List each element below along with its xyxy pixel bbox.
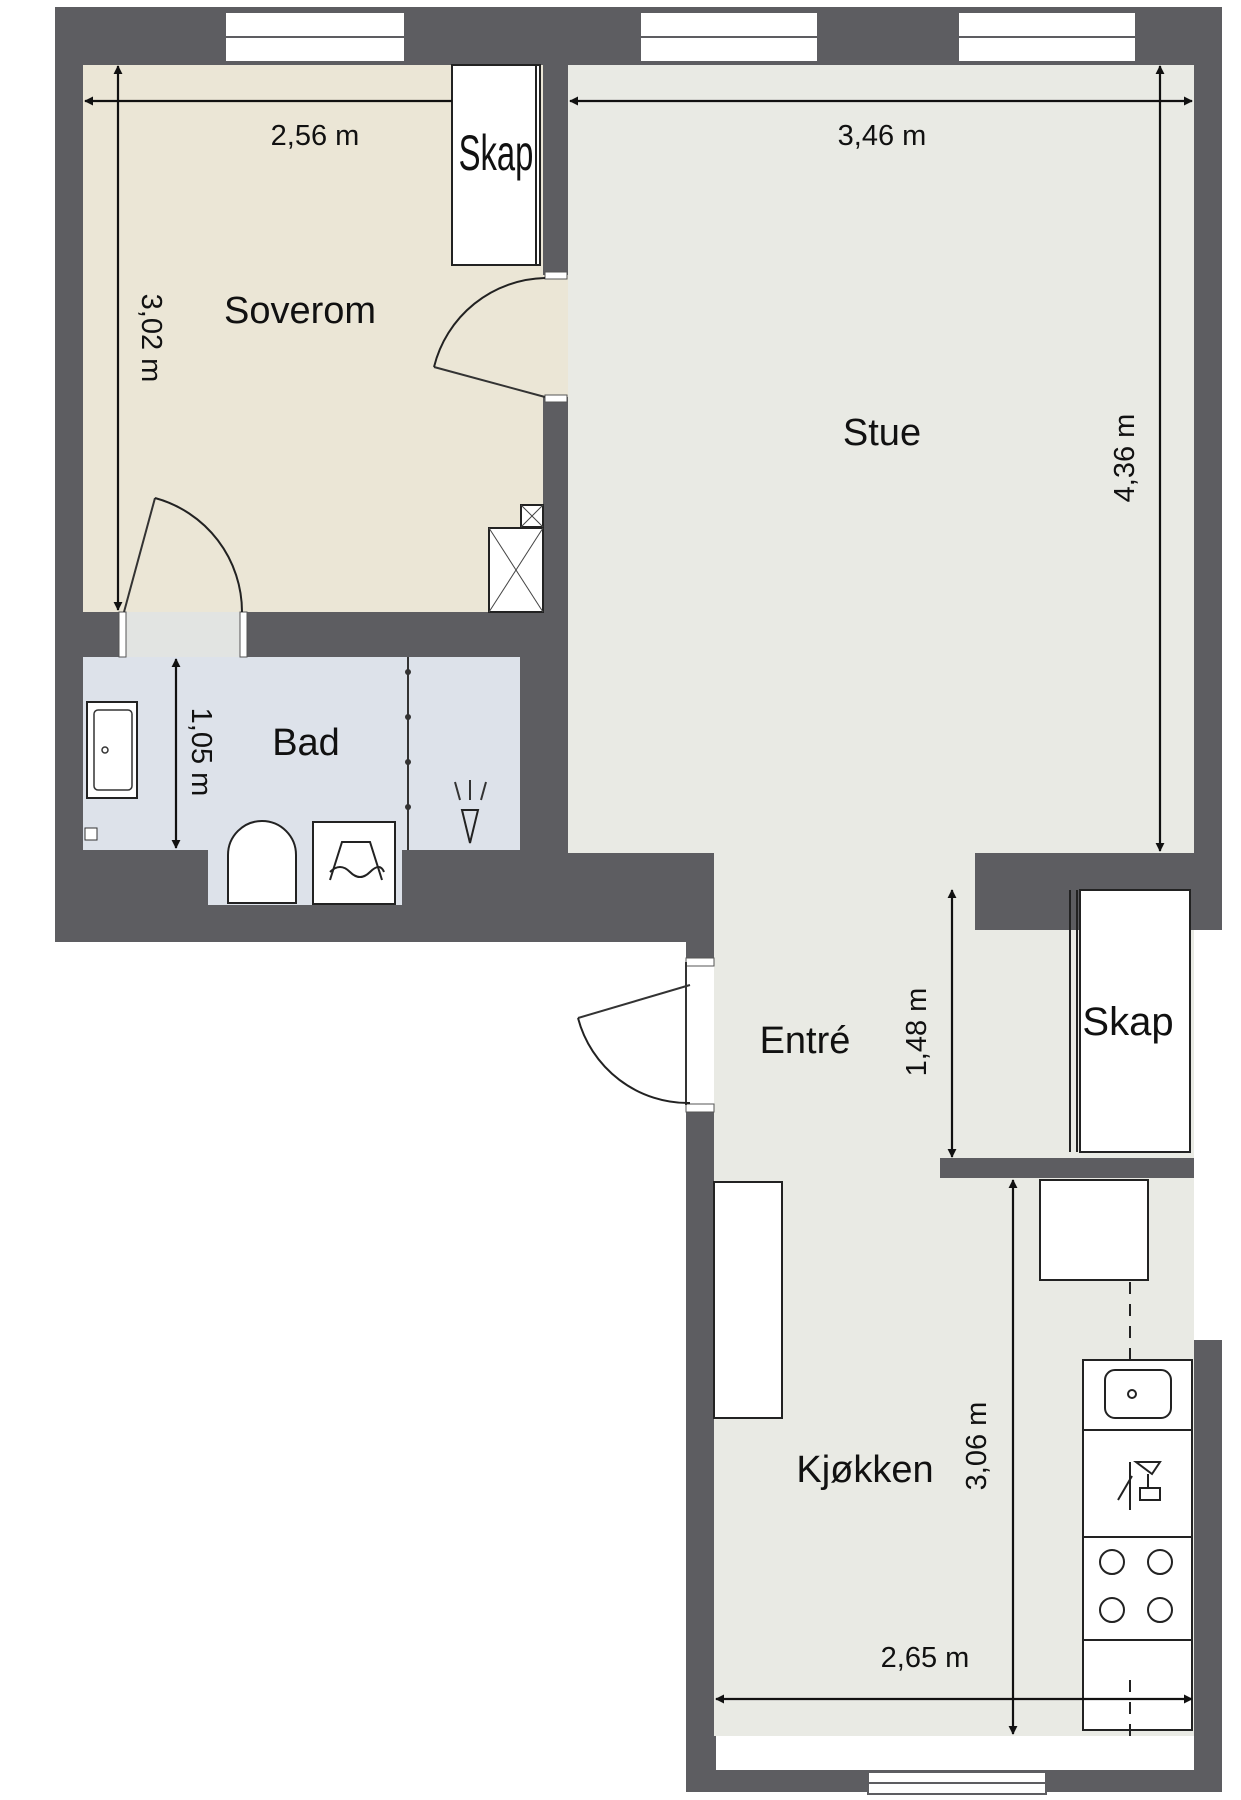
room-label-entre: Entré bbox=[760, 1020, 851, 1062]
room-label-soverom: Soverom bbox=[224, 290, 376, 332]
doors bbox=[118, 271, 715, 1113]
dimension-lines bbox=[84, 65, 1193, 1735]
dim-label-stue-depth: 4,36 m bbox=[1109, 414, 1141, 503]
dim-label-kjokken-depth: 3,06 m bbox=[961, 1402, 993, 1491]
dim-label-soverom-depth: 3,02 m bbox=[135, 294, 167, 383]
wardrobe-label-entre: Skap bbox=[1082, 1000, 1173, 1044]
room-label-stue: Stue bbox=[843, 412, 921, 454]
wardrobe-soverom bbox=[451, 64, 541, 266]
fixtures bbox=[84, 64, 1193, 1736]
wardrobe-entre bbox=[1079, 889, 1191, 1153]
room-label-kjokken: Kjøkken bbox=[796, 1449, 933, 1491]
room-label-bad: Bad bbox=[272, 722, 340, 764]
wardrobe-label-soverom: Skap bbox=[459, 125, 534, 181]
windows bbox=[224, 11, 1137, 1795]
dim-label-soverom-width: 2,56 m bbox=[271, 120, 360, 152]
dim-label-bad-depth: 1,05 m bbox=[185, 708, 217, 797]
dim-label-entre-depth: 1,48 m bbox=[901, 988, 933, 1077]
dim-label-stue-width: 3,46 m bbox=[838, 120, 927, 152]
dim-label-kjokken-width: 2,65 m bbox=[881, 1642, 970, 1674]
